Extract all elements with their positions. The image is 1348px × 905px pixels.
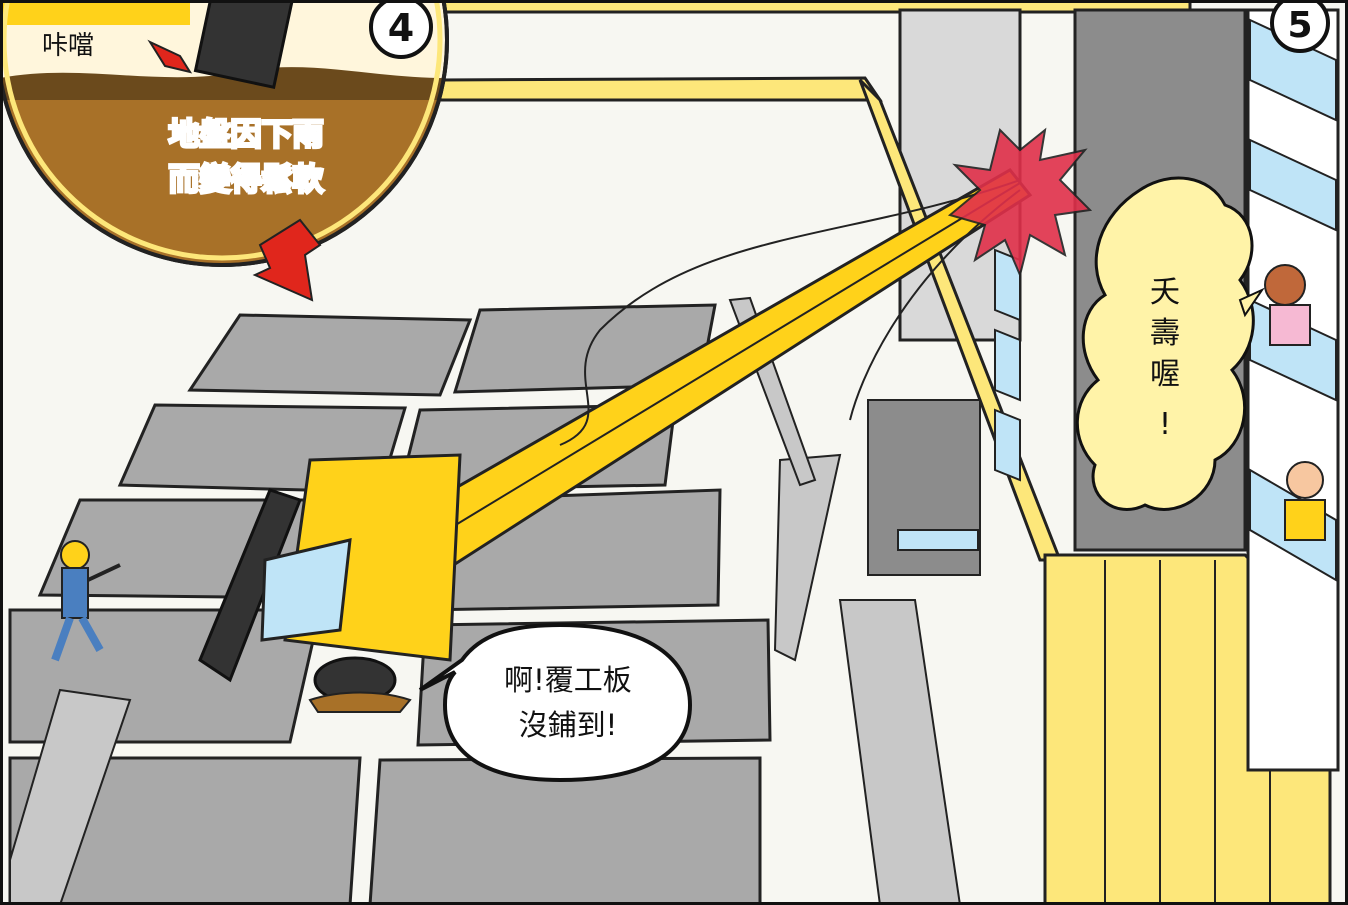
bystander-char-1: 夭 xyxy=(1150,275,1180,310)
bystander-char-2: 壽 xyxy=(1150,316,1180,351)
worker-speech-line-2: 沒鋪到! xyxy=(519,708,618,742)
caption-line-1: 地盤因下雨 xyxy=(169,117,324,153)
crawler-crane xyxy=(198,453,462,713)
worker-figure xyxy=(51,540,121,662)
bystander-char-3: 喔 xyxy=(1150,357,1180,392)
bystander-char-4: ! xyxy=(1159,407,1171,442)
badge-5-label: 5 xyxy=(1287,5,1312,46)
sound-effect-text: 咔噹 xyxy=(42,31,94,61)
caption-line-2: 而變得鬆軟 xyxy=(169,162,325,198)
worker-speech-line-1: 啊!覆工板 xyxy=(504,663,632,697)
number-5-badge-icon: 5 xyxy=(1270,0,1330,53)
red-arrow-icon xyxy=(252,218,322,302)
inset-circle-panel-4 xyxy=(0,0,449,302)
speech-bubble-worker: 啊!覆工板 沒鋪到! xyxy=(418,622,693,783)
spectators xyxy=(1264,264,1326,541)
number-4-badge-icon: 4 xyxy=(369,0,433,59)
impact-burst-icon xyxy=(947,127,1093,279)
speech-bubble-bystander: 夭 壽 喔 ! xyxy=(1075,176,1265,511)
caption-line-2-fill: 而變得鬆軟 xyxy=(169,162,325,198)
caption-line-1-fill: 地盤因下雨 xyxy=(169,117,324,153)
badge-4-label: 4 xyxy=(388,6,414,50)
